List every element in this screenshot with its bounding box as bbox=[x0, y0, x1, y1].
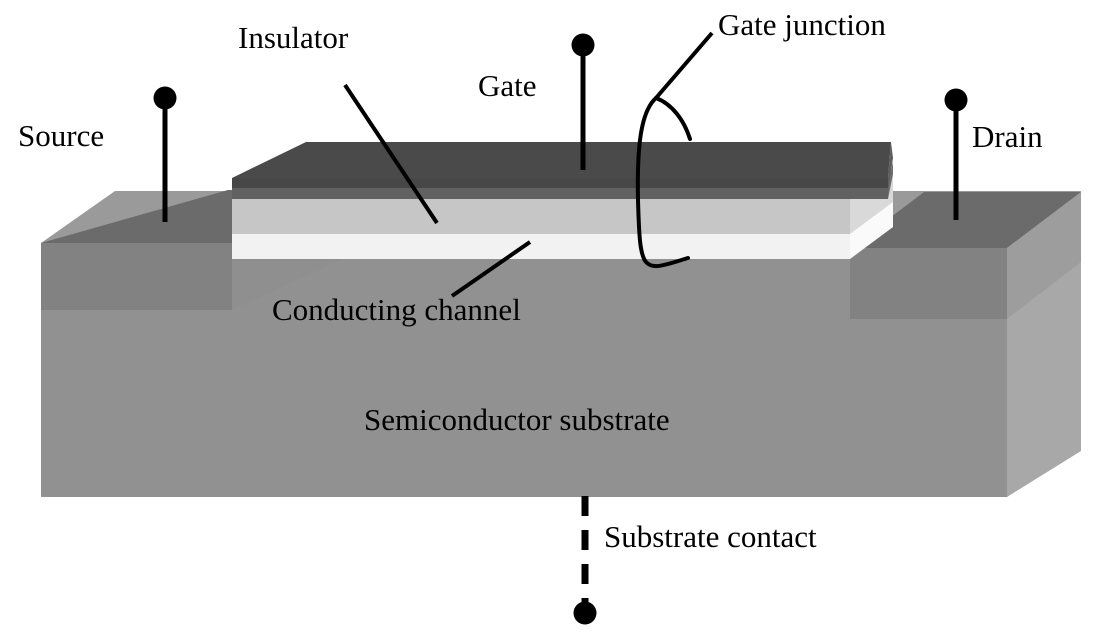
conducting-channel-side-face bbox=[850, 199, 893, 259]
drain-side-face bbox=[1007, 192, 1081, 319]
source-front-face bbox=[41, 243, 232, 310]
label-insulator: Insulator bbox=[238, 20, 349, 55]
insulator-leader-line bbox=[343, 83, 439, 225]
source-contact[interactable] bbox=[153, 86, 177, 223]
substrate-contact-dot bbox=[573, 601, 597, 625]
drain-top-face bbox=[850, 192, 1081, 248]
label-source: Source bbox=[18, 118, 105, 153]
gate-front-face bbox=[232, 178, 888, 188]
label-conducting-channel: Conducting channel bbox=[272, 292, 521, 327]
substrate-front-face bbox=[41, 243, 1007, 497]
label-drain: Drain bbox=[972, 119, 1043, 154]
drain-contact[interactable] bbox=[944, 88, 968, 221]
gate-junction-lasso-icon bbox=[635, 96, 690, 269]
gate-contact-dot bbox=[571, 33, 595, 57]
label-semiconductor-substrate: Semiconductor substrate bbox=[364, 402, 670, 437]
gate-junction-lasso-tail-icon bbox=[654, 96, 692, 141]
conducting-channel-front-face bbox=[232, 231, 850, 259]
label-gate: Gate bbox=[478, 68, 537, 103]
drain-contact-dot bbox=[944, 88, 968, 112]
gate-stack bbox=[232, 142, 893, 259]
leader-lines bbox=[343, 31, 714, 298]
gate-side-face bbox=[888, 142, 893, 190]
gate-junction-leader-line bbox=[654, 31, 714, 100]
label-gate-junction: Gate junction bbox=[718, 7, 886, 42]
label-substrate-contact: Substrate contact bbox=[604, 519, 817, 554]
gate-top-face bbox=[232, 142, 891, 178]
source-contact-dot bbox=[153, 86, 177, 110]
drain-block bbox=[850, 192, 1081, 319]
drain-front-face bbox=[850, 248, 1007, 319]
gate-contact[interactable] bbox=[571, 33, 595, 171]
substrate-contact[interactable] bbox=[573, 496, 597, 625]
insulator-front-face bbox=[232, 197, 850, 234]
gate-oxide-rim-side-face bbox=[888, 162, 893, 199]
conducting-channel-leader-line bbox=[450, 240, 532, 298]
contact-pins bbox=[153, 33, 968, 625]
